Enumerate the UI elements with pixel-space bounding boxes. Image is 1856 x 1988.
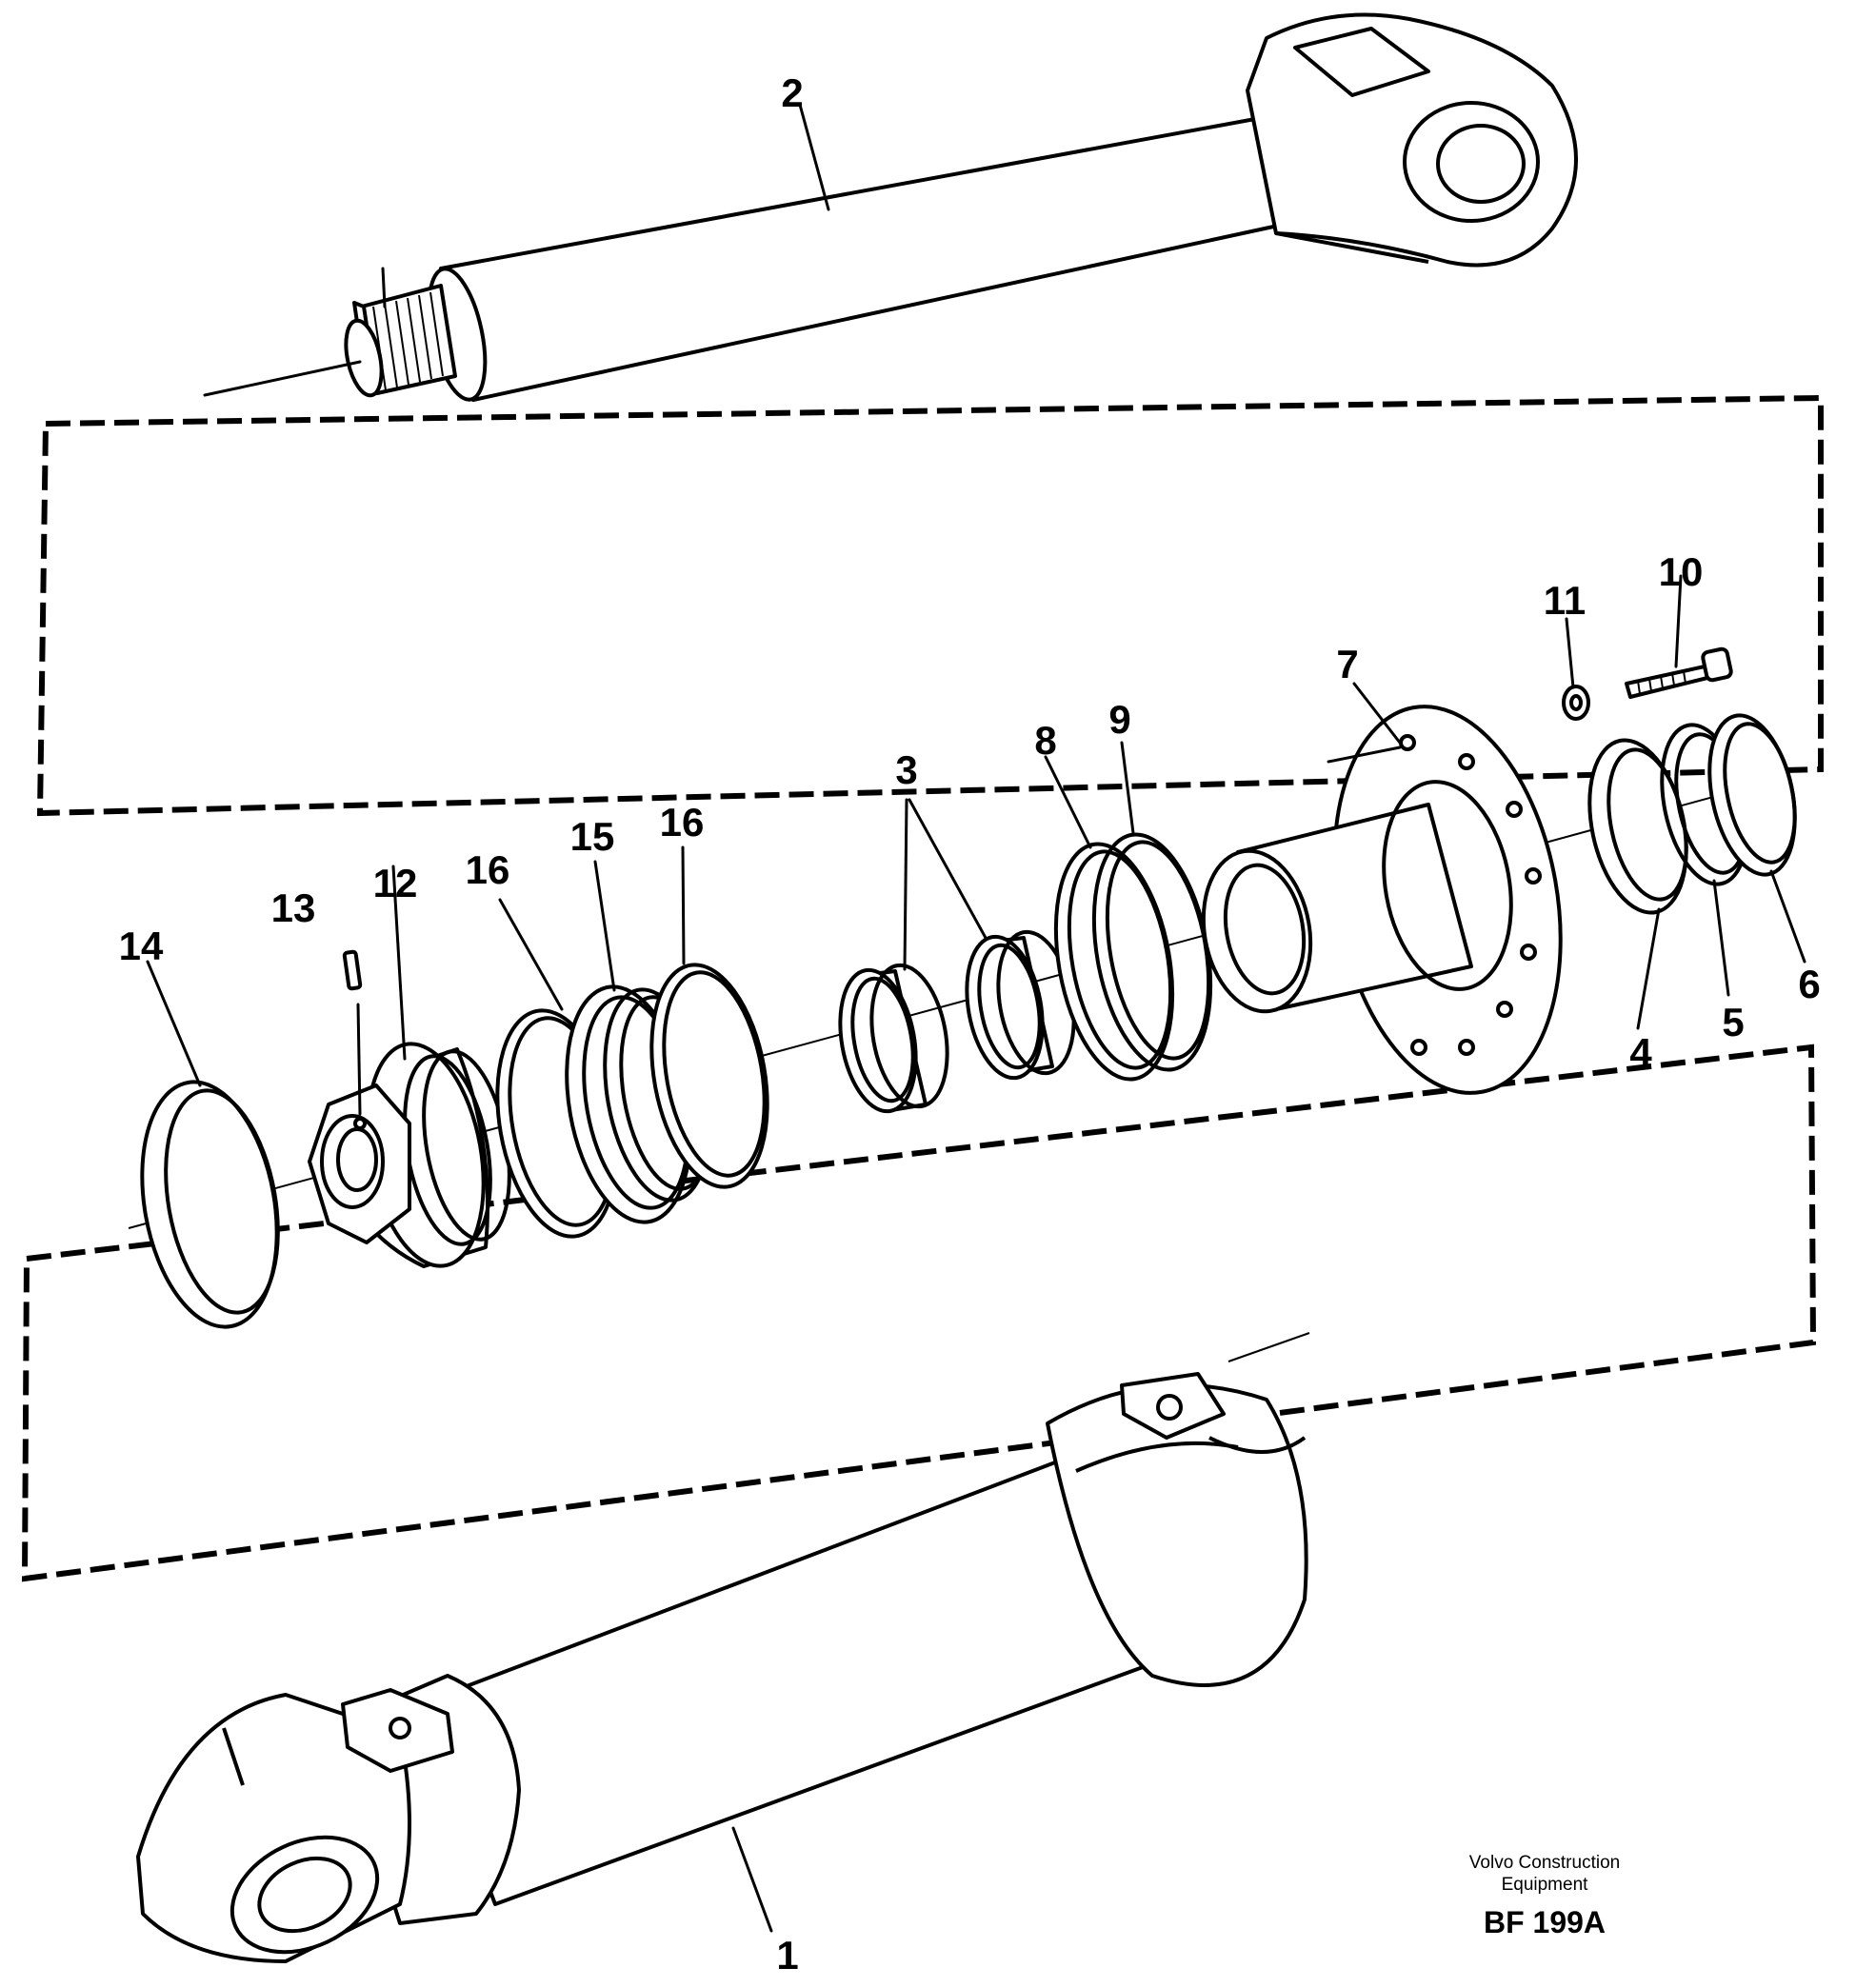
leader-2 bbox=[798, 103, 830, 211]
label-8: 8 bbox=[1034, 718, 1056, 763]
leader-lines bbox=[146, 103, 1806, 1933]
leader-1 bbox=[731, 1826, 773, 1933]
leader-12 bbox=[391, 865, 407, 1061]
upper-dashed-frame bbox=[36, 394, 1824, 817]
piston-rod bbox=[203, 12, 1578, 402]
part-14-guide-ring bbox=[140, 1080, 280, 1329]
label-11: 11 bbox=[1544, 578, 1586, 623]
company-name-line2: Equipment bbox=[1502, 1875, 1589, 1895]
company-name-line1: Volvo Construction bbox=[1469, 1853, 1620, 1873]
leader-3b bbox=[908, 798, 988, 940]
label-3: 3 bbox=[895, 747, 917, 792]
part-7-cylinder-head bbox=[1201, 705, 1563, 1095]
cylinder-tube bbox=[136, 1332, 1310, 1963]
leader-15 bbox=[593, 860, 616, 992]
part-12-piston bbox=[308, 1042, 511, 1268]
label-13: 13 bbox=[271, 885, 316, 930]
label-1: 1 bbox=[776, 1933, 798, 1978]
label-14: 14 bbox=[119, 924, 164, 968]
label-5: 5 bbox=[1722, 1000, 1744, 1044]
lower-dashed-frame bbox=[21, 1044, 1817, 1582]
label-9: 9 bbox=[1108, 697, 1130, 742]
label-12: 12 bbox=[373, 861, 418, 905]
part-8-ring bbox=[1053, 842, 1175, 1082]
label-15: 15 bbox=[570, 814, 615, 859]
leader-6 bbox=[1769, 869, 1806, 964]
leader-5 bbox=[1712, 879, 1730, 997]
label-6: 6 bbox=[1798, 962, 1820, 1006]
label-10: 10 bbox=[1659, 549, 1704, 594]
part-13-pin bbox=[342, 949, 363, 1116]
leader-7 bbox=[1352, 682, 1402, 745]
part-16-ring-right bbox=[649, 963, 769, 1189]
label-2: 2 bbox=[781, 70, 803, 115]
leader-9 bbox=[1120, 741, 1135, 835]
label-16-left: 16 bbox=[466, 847, 510, 892]
part-3-bushings bbox=[838, 929, 1076, 1114]
part-11-washer bbox=[1562, 685, 1590, 721]
leader-16a bbox=[498, 898, 564, 1011]
leader-8 bbox=[1044, 755, 1092, 849]
leader-10 bbox=[1674, 574, 1683, 668]
label-4: 4 bbox=[1629, 1030, 1652, 1075]
part-6-wiper bbox=[1707, 713, 1797, 877]
label-16-right: 16 bbox=[660, 800, 705, 845]
leader-11 bbox=[1565, 617, 1575, 689]
footer-block: Volvo Construction Equipment BF 199A bbox=[1469, 1853, 1620, 1939]
leader-4 bbox=[1636, 907, 1661, 1030]
leader-14 bbox=[146, 960, 202, 1087]
leader-16b bbox=[681, 845, 686, 965]
figure-code: BF 199A bbox=[1484, 1905, 1606, 1939]
label-7: 7 bbox=[1336, 642, 1358, 686]
callout-labels: 2 14 13 12 16 15 16 3 8 9 7 11 10 4 5 6 … bbox=[119, 70, 1821, 1978]
leader-3a bbox=[903, 798, 908, 971]
part-10-screw bbox=[1625, 646, 1733, 699]
